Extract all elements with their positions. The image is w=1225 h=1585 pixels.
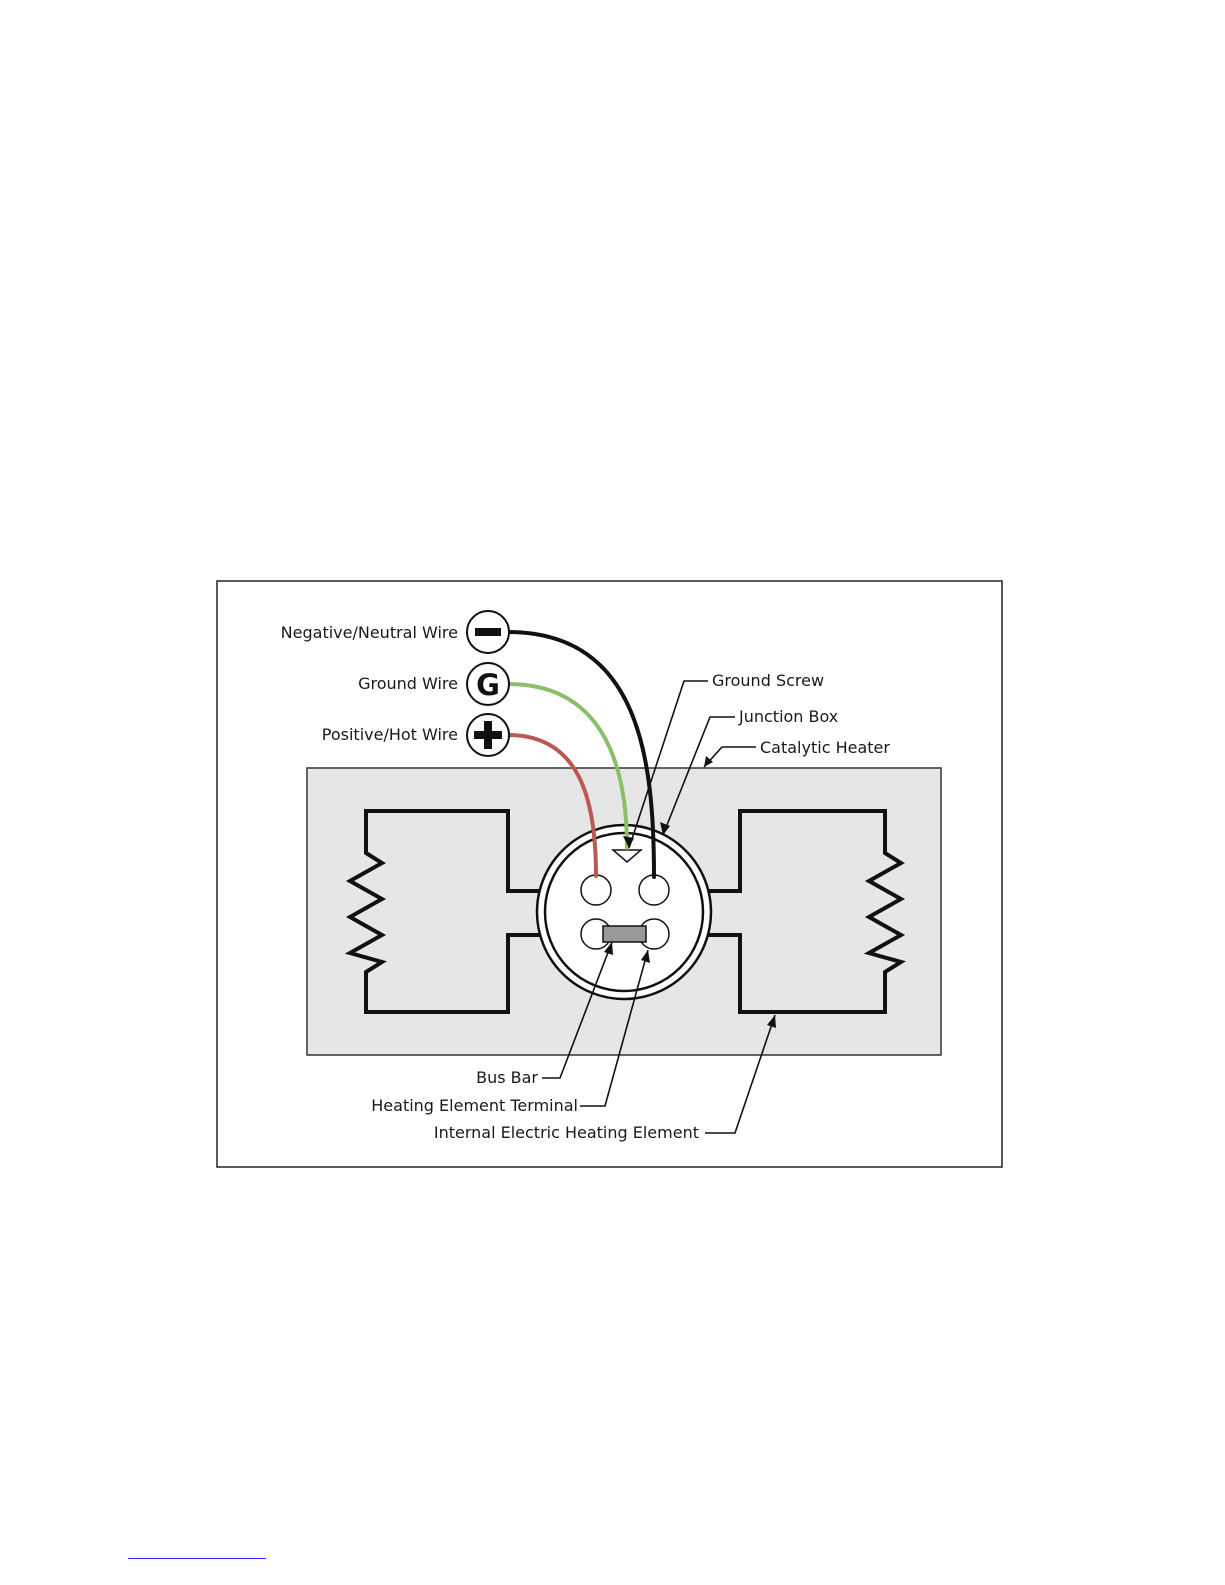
bus-bar xyxy=(603,926,646,942)
negative-symbol xyxy=(467,611,509,653)
bus-bar-label: Bus Bar xyxy=(476,1068,538,1087)
ground-symbol: G xyxy=(467,663,509,705)
ground-wire-label: Ground Wire xyxy=(358,674,458,693)
terminal-positive xyxy=(581,875,611,905)
catalytic-heater-label: Catalytic Heater xyxy=(760,738,890,757)
heating-element-terminal-label: Heating Element Terminal xyxy=(371,1096,578,1115)
positive-wire-label: Positive/Hot Wire xyxy=(322,725,458,744)
ground-symbol-letter: G xyxy=(476,668,500,702)
plus-symbol xyxy=(467,714,509,756)
ground-screw-label: Ground Screw xyxy=(712,671,824,690)
internal-heating-element-label: Internal Electric Heating Element xyxy=(434,1123,699,1142)
terminal-negative xyxy=(639,875,669,905)
junction-box-label: Junction Box xyxy=(738,707,838,726)
footnote-rule xyxy=(128,1558,266,1559)
negative-wire-label: Negative/Neutral Wire xyxy=(281,623,458,642)
